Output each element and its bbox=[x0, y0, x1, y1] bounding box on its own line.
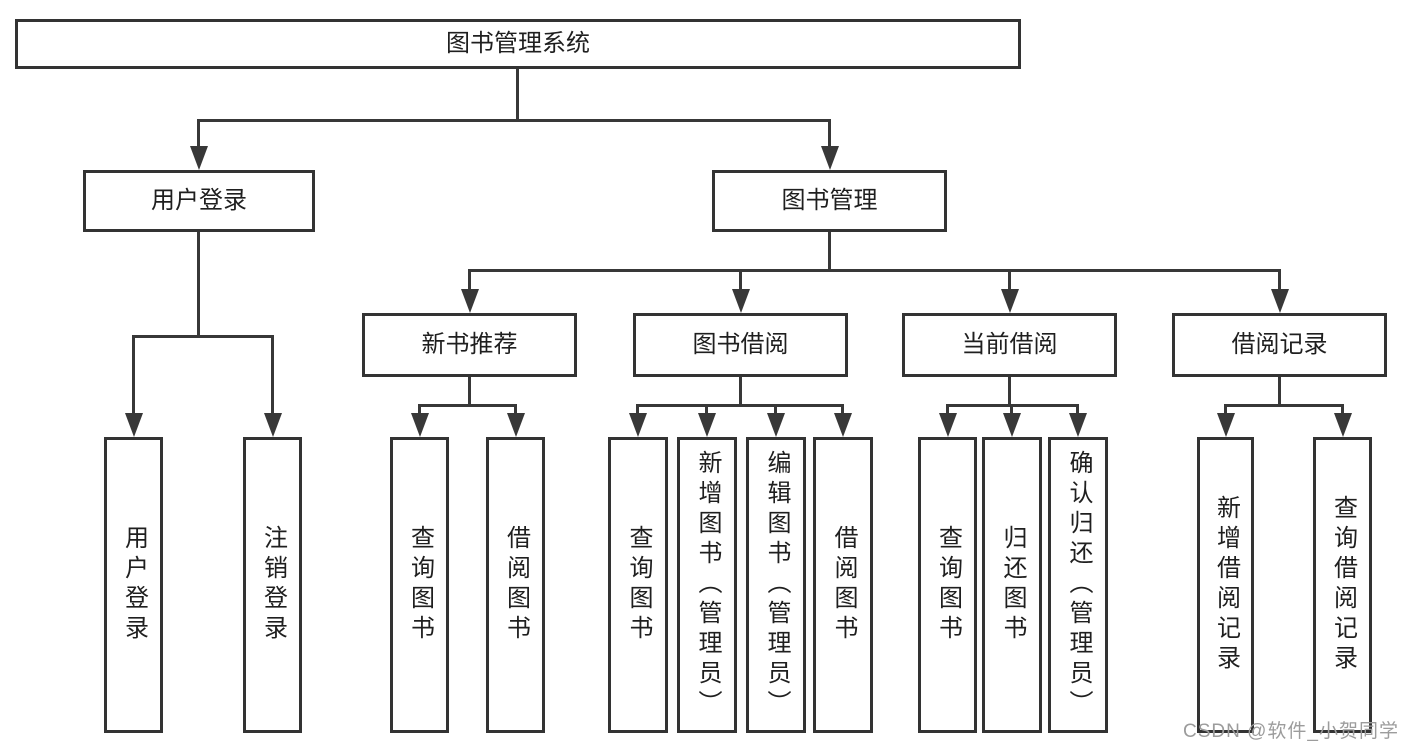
arrow-to-leaf-user-login bbox=[132, 336, 135, 413]
connector-current-stem bbox=[1008, 377, 1011, 405]
connector-user-login-bus bbox=[132, 335, 274, 338]
connector-recommend-bus bbox=[418, 404, 517, 407]
node-user-login: 用户登录 bbox=[83, 170, 315, 232]
connector-level3-bus bbox=[468, 269, 1281, 272]
arrow-to-book-management bbox=[828, 120, 831, 146]
arrow-to-book-borrowing bbox=[739, 270, 742, 289]
connector-recommend-stem bbox=[468, 377, 471, 405]
connector-root-stem bbox=[516, 69, 519, 120]
arrow-to-borrow-books bbox=[841, 405, 844, 413]
node-borrowing-records: 借阅记录 bbox=[1172, 313, 1387, 377]
arrow-to-current-borrowing bbox=[1008, 270, 1011, 289]
arrow-to-new-book-recommend bbox=[468, 270, 471, 289]
arrow-to-borrowing-records bbox=[1278, 270, 1281, 289]
leaf-user-login: 用户登录 bbox=[104, 437, 163, 733]
connector-borrowing-stem bbox=[739, 377, 742, 405]
connector-records-stem bbox=[1278, 377, 1281, 405]
connector-borrowing-bus bbox=[636, 404, 844, 407]
leaf-borrow-books: 借阅图书 bbox=[813, 437, 873, 733]
arrow-to-edit-book-admin bbox=[774, 405, 777, 413]
leaf-add-book-admin: 新增图书（管理员） bbox=[677, 437, 737, 733]
leaf-confirm-return-admin: 确认归还（管理员） bbox=[1048, 437, 1108, 733]
connector-user-login-stem bbox=[197, 232, 200, 336]
node-current-borrowing: 当前借阅 bbox=[902, 313, 1117, 377]
leaf-logout: 注销登录 bbox=[243, 437, 302, 733]
arrow-to-query-books-current bbox=[946, 405, 949, 413]
arrow-to-query-books-recommend bbox=[418, 405, 421, 413]
arrow-to-user-login bbox=[197, 120, 200, 146]
arrow-to-return-book bbox=[1010, 405, 1013, 413]
node-book-borrowing: 图书借阅 bbox=[633, 313, 848, 377]
node-new-book-recommend: 新书推荐 bbox=[362, 313, 577, 377]
arrow-to-borrow-books-recommend bbox=[514, 405, 517, 413]
leaf-query-books-borrowing: 查询图书 bbox=[608, 437, 668, 733]
arrow-to-query-borrow-record bbox=[1341, 405, 1344, 413]
arrow-to-add-book-admin bbox=[705, 405, 708, 413]
leaf-query-books-recommend: 查询图书 bbox=[390, 437, 449, 733]
leaf-edit-book-admin: 编辑图书（管理员） bbox=[746, 437, 806, 733]
connector-book-management-stem bbox=[828, 232, 831, 270]
node-root: 图书管理系统 bbox=[15, 19, 1021, 69]
leaf-borrow-books-recommend: 借阅图书 bbox=[486, 437, 545, 733]
arrow-to-leaf-logout bbox=[271, 336, 274, 413]
leaf-return-book: 归还图书 bbox=[982, 437, 1042, 733]
arrow-to-confirm-return-admin bbox=[1076, 405, 1079, 413]
leaf-query-books-current: 查询图书 bbox=[918, 437, 977, 733]
connector-level2-bus bbox=[197, 119, 831, 122]
leaf-add-borrow-record: 新增借阅记录 bbox=[1197, 437, 1254, 733]
connector-records-bus bbox=[1224, 404, 1344, 407]
arrow-to-query-books-borrowing bbox=[636, 405, 639, 413]
csdn-watermark: CSDN @软件_小贺同学 bbox=[1183, 721, 1399, 742]
node-book-management: 图书管理 bbox=[712, 170, 947, 232]
leaf-query-borrow-record: 查询借阅记录 bbox=[1313, 437, 1372, 733]
arrow-to-add-borrow-record bbox=[1224, 405, 1227, 413]
